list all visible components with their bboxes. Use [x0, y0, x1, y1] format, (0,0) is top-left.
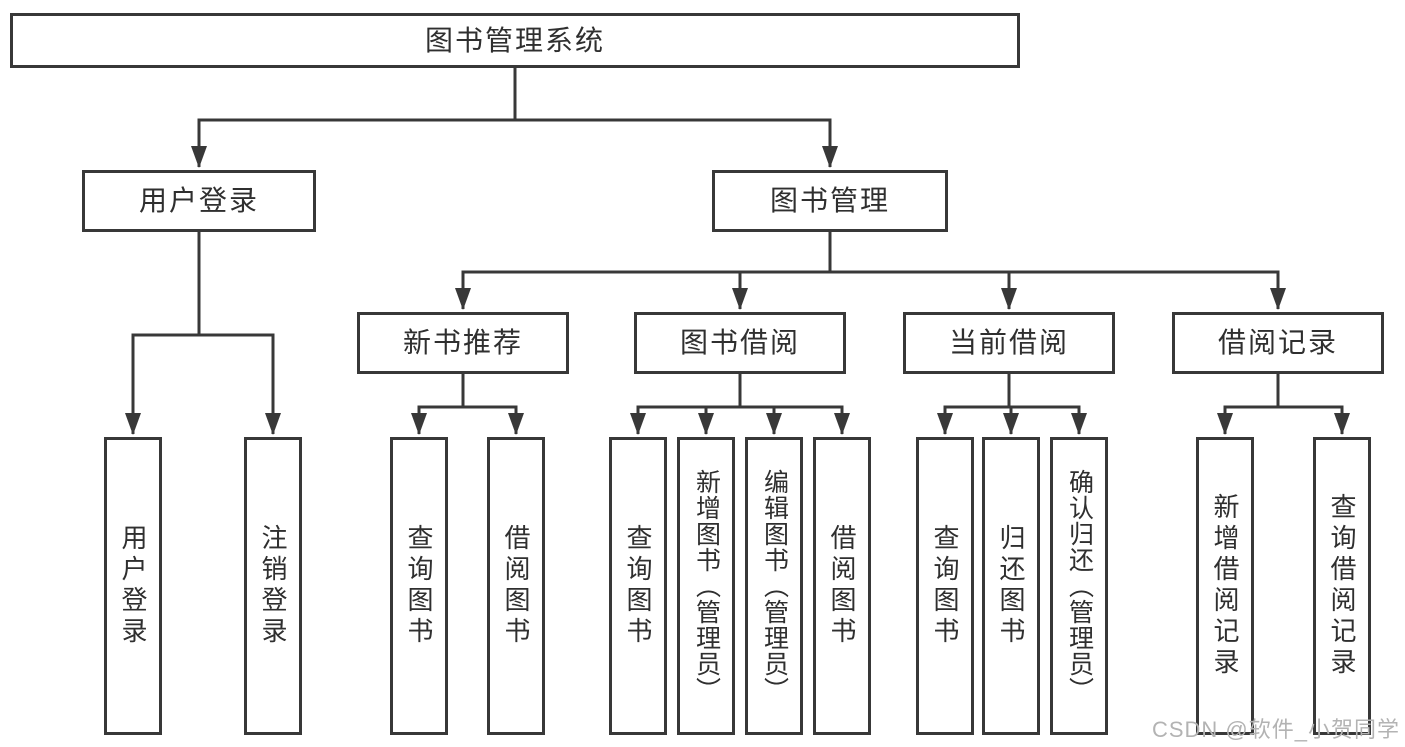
leaf-logout: 注销登录	[244, 437, 302, 735]
leaf-query-books-2: 查询图书	[609, 437, 667, 735]
node-new-book-recommendation: 新书推荐	[357, 312, 569, 374]
node-label: 图书管理系统	[424, 24, 605, 56]
node-label: 用户登录	[118, 524, 148, 648]
csdn-watermark: CSDN @软件_小贺同学	[1151, 717, 1400, 742]
node-library-management-system: 图书管理系统	[10, 13, 1020, 68]
node-label: 编辑图书（管理员）	[760, 469, 789, 703]
leaf-borrow-books-2: 借阅图书	[813, 437, 871, 735]
node-user-login: 用户登录	[82, 170, 316, 232]
node-book-management: 图书管理	[712, 170, 948, 232]
node-label: 查询借阅记录	[1327, 493, 1357, 679]
leaf-user-login: 用户登录	[104, 437, 162, 735]
node-label: 确认归还（管理员）	[1065, 469, 1094, 703]
node-label: 借阅图书	[501, 524, 531, 648]
leaf-query-books-1: 查询图书	[390, 437, 448, 735]
leaf-query-borrow-record: 查询借阅记录	[1313, 437, 1371, 735]
node-label: 图书借阅	[679, 327, 800, 358]
leaf-query-books-3: 查询图书	[916, 437, 974, 735]
node-label: 新书推荐	[402, 327, 523, 358]
leaf-add-books-admin: 新增图书（管理员）	[677, 437, 735, 735]
node-label: 用户登录	[138, 185, 259, 216]
node-label: 注销登录	[258, 524, 288, 648]
node-borrowing-records: 借阅记录	[1172, 312, 1384, 374]
leaf-return-books: 归还图书	[982, 437, 1040, 735]
node-label: 查询图书	[623, 524, 653, 648]
leaf-borrow-books-1: 借阅图书	[487, 437, 545, 735]
node-label: 借阅图书	[827, 524, 857, 648]
node-label: 新增借阅记录	[1210, 493, 1240, 679]
leaf-add-borrow-record: 新增借阅记录	[1196, 437, 1254, 735]
leaf-edit-books-admin: 编辑图书（管理员）	[745, 437, 803, 735]
node-label: 借阅记录	[1217, 327, 1338, 358]
node-label: 新增图书（管理员）	[692, 469, 721, 703]
node-book-borrowing: 图书借阅	[634, 312, 846, 374]
node-label: 图书管理	[769, 185, 890, 216]
node-label: 查询图书	[404, 524, 434, 648]
node-label: 当前借阅	[948, 327, 1069, 358]
node-current-borrowing: 当前借阅	[903, 312, 1115, 374]
node-label: 归还图书	[996, 524, 1026, 648]
leaf-confirm-return-admin: 确认归还（管理员）	[1050, 437, 1108, 735]
node-label: 查询图书	[930, 524, 960, 648]
